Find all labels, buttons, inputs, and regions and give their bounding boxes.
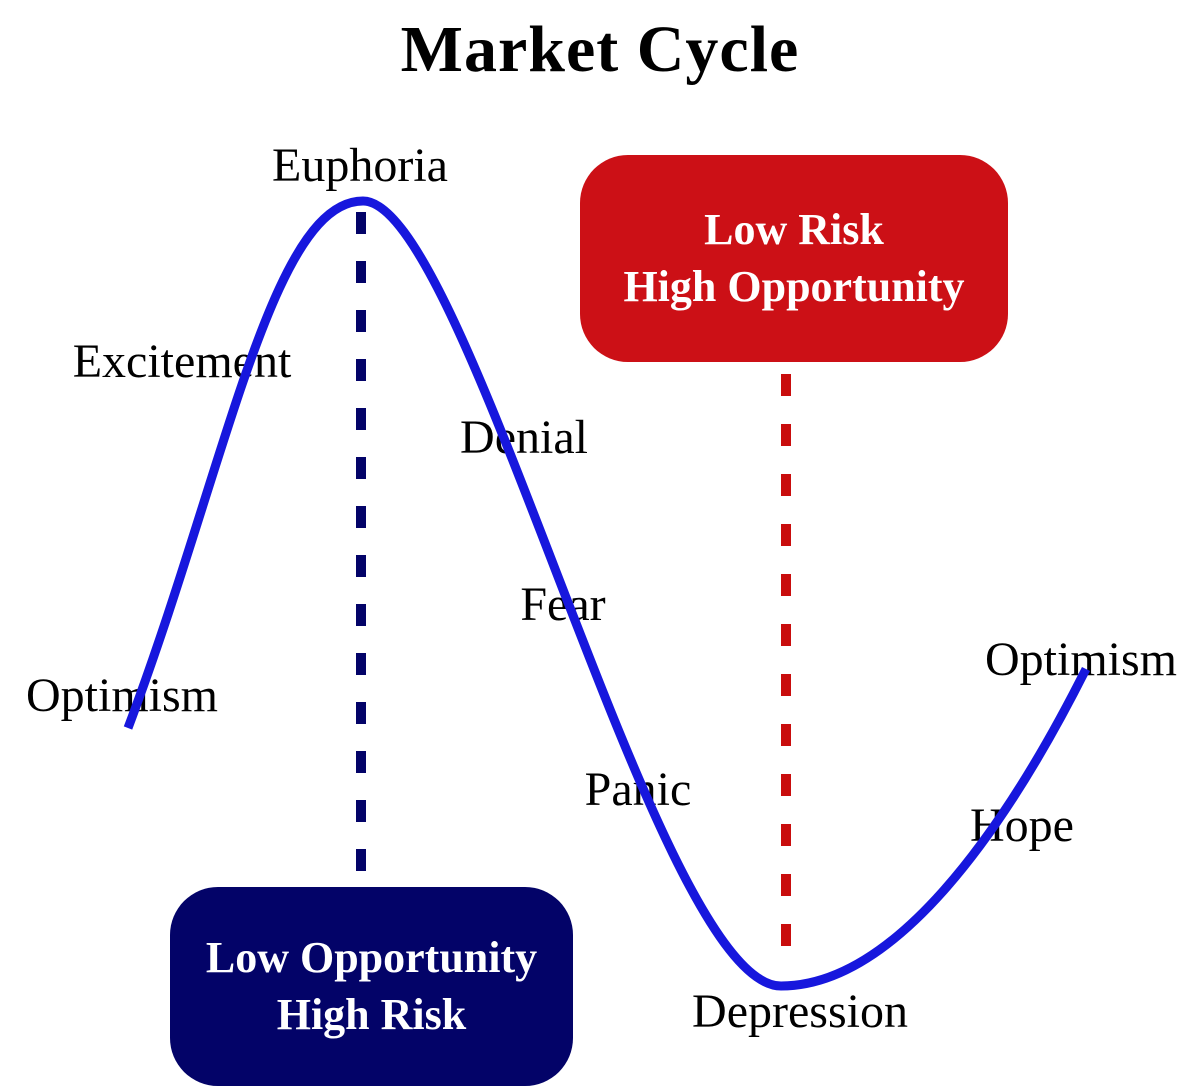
low-risk-box-line-2: High Opportunity — [623, 261, 965, 311]
phase-label-optimism-right: Optimism — [984, 633, 1178, 686]
phase-label-depression: Depression — [692, 985, 908, 1038]
phase-label-euphoria: Euphoria — [272, 139, 448, 192]
phase-label-hope: Hope — [970, 799, 1074, 852]
low-opportunity-high-risk-box: Low Opportunity High Risk — [170, 887, 573, 1086]
diagram-title: Market Cycle — [400, 13, 800, 86]
phase-label-denial: Denial — [460, 411, 588, 464]
high-risk-box-line-2: High Risk — [276, 989, 467, 1039]
low-risk-high-opportunity-box: Low Risk High Opportunity — [580, 155, 1008, 362]
phase-label-optimism-left: Optimism — [25, 669, 219, 722]
phase-label-excitement: Excitement — [72, 335, 292, 388]
phase-label-panic: Panic — [584, 763, 692, 816]
low-risk-box-line-1: Low Risk — [704, 205, 884, 255]
high-risk-box-line-1: Low Opportunity — [205, 933, 538, 983]
phase-label-fear: Fear — [520, 578, 606, 631]
